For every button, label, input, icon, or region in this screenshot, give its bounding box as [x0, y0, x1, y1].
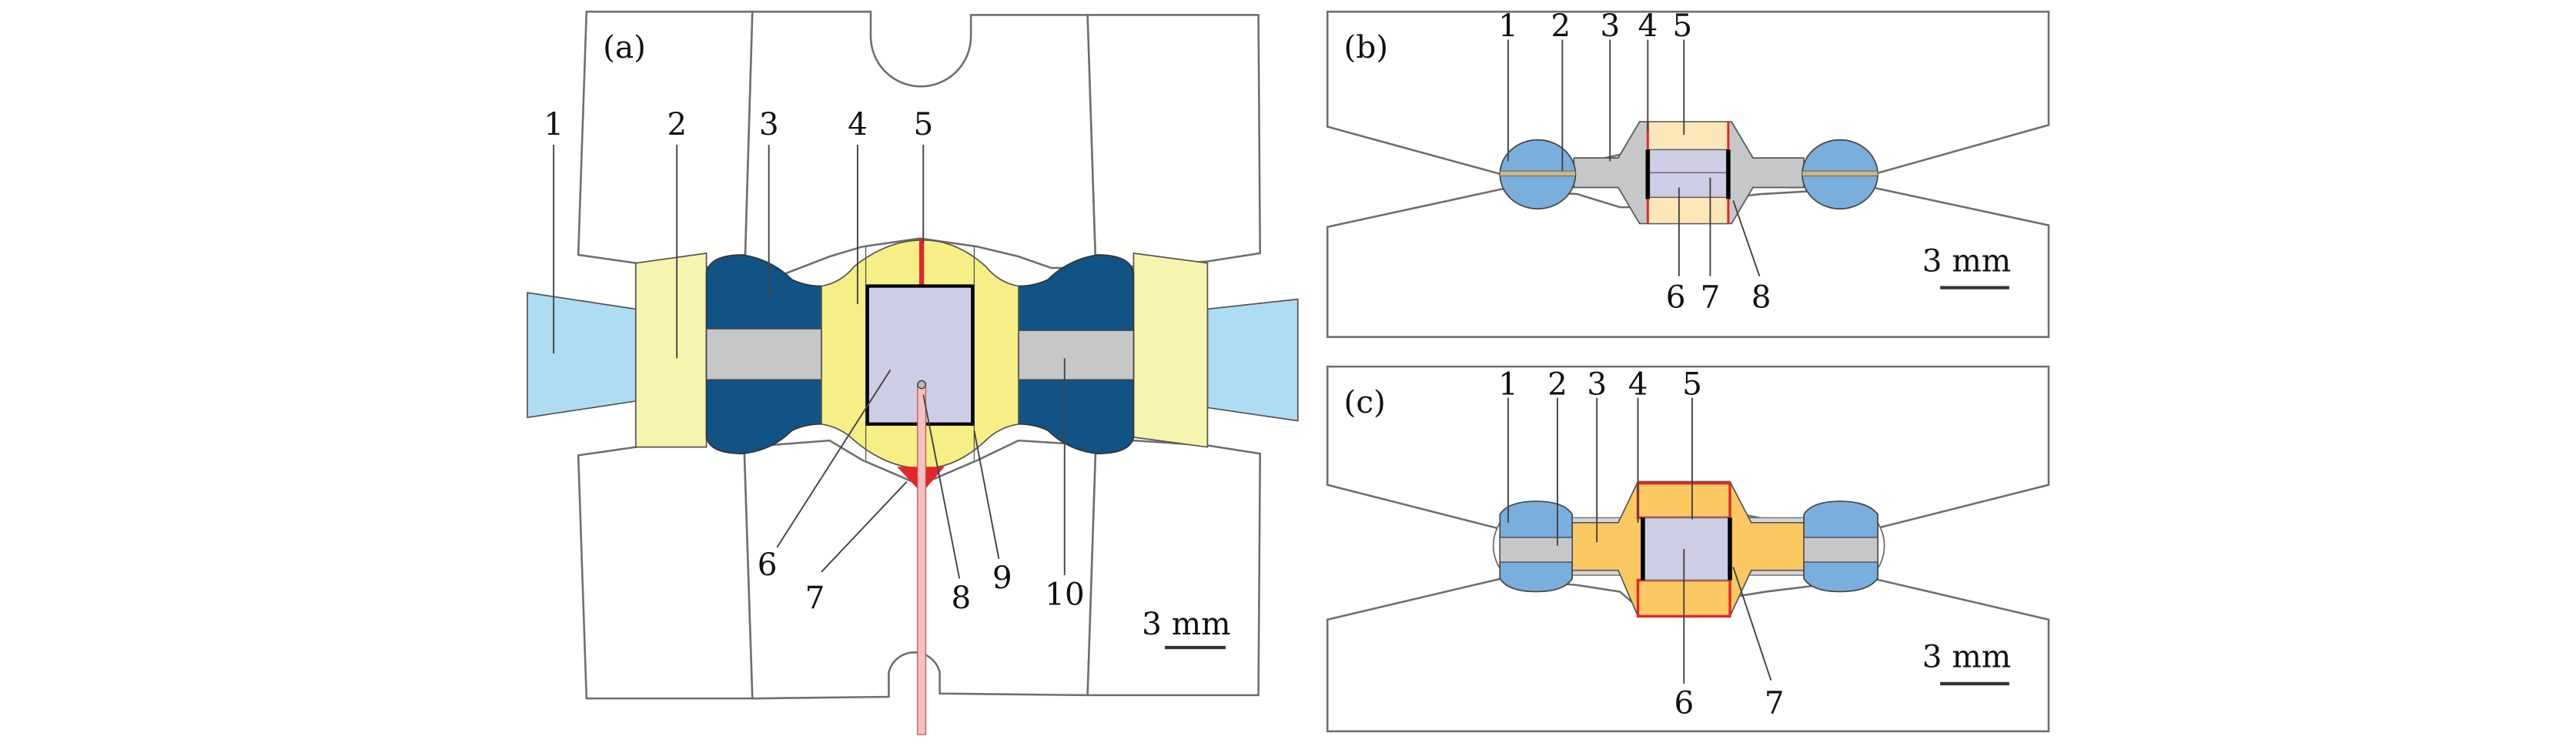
part-6-sample-b	[1647, 149, 1729, 198]
part-2-gray-rod-right-c	[1803, 537, 1878, 563]
anvil-top-right	[1086, 14, 1262, 269]
callout-c-5: 5	[1682, 365, 1702, 402]
part-2-strip-left-b	[1499, 170, 1576, 176]
leader-a-7	[821, 480, 908, 573]
part-2-gray-rod-left-c	[1499, 537, 1573, 563]
callout-b-6: 6	[1666, 278, 1686, 315]
callout-a-7: 7	[805, 579, 825, 616]
leader-a-9	[973, 430, 1000, 559]
leader-a-8	[922, 394, 961, 579]
callout-b-4: 4	[1638, 7, 1658, 44]
callout-a-4: 4	[848, 105, 868, 142]
callout-b-7: 7	[1701, 278, 1721, 315]
panel-c: (c) 1 2 3 4 5 6 7 3 mm	[1326, 365, 2050, 733]
callout-a-6: 6	[758, 546, 778, 583]
part-10-gray-rod-right	[1018, 330, 1135, 380]
callout-a-3: 3	[759, 105, 779, 142]
callout-a-1: 1	[544, 105, 564, 142]
part-5-cream-bottom-b	[1647, 196, 1729, 225]
leader-a-6	[776, 369, 892, 548]
callout-c-3: 3	[1587, 365, 1607, 402]
part-2-right	[1132, 252, 1209, 448]
panel-b: (b) 1 2 3 4 5 6 7 8 3 mm	[1326, 7, 2050, 338]
callout-a-9: 9	[992, 559, 1012, 596]
thermocouple-tip	[917, 380, 926, 390]
leader-b-8	[1732, 200, 1761, 277]
part-2-left	[634, 252, 708, 448]
callout-c-7: 7	[1765, 684, 1785, 721]
callout-a-10: 10	[1045, 576, 1085, 613]
panel-a-label: (a)	[603, 28, 646, 65]
panel-b-label: (b)	[1344, 28, 1389, 65]
part-8-thermocouple	[917, 382, 927, 735]
scale-bar-a-label: 3 mm	[1142, 605, 1231, 642]
part-5-cream-top-b	[1647, 121, 1729, 151]
anvil-bottom-right	[1086, 439, 1262, 697]
leader-c-7	[1732, 567, 1772, 681]
callout-a-2: 2	[667, 105, 687, 142]
anvil-bottom-left	[577, 436, 754, 700]
callout-a-8: 8	[952, 579, 972, 616]
part-2-strip-right-b	[1802, 170, 1878, 176]
scale-bar-c-label: 3 mm	[1922, 638, 2012, 675]
part-1-right	[1206, 298, 1299, 422]
callout-c-6: 6	[1674, 684, 1694, 721]
callout-b-3: 3	[1600, 7, 1620, 44]
callout-b-2: 2	[1551, 7, 1571, 44]
part-6-sample-c	[1642, 517, 1731, 581]
callout-b-5: 5	[1672, 7, 1692, 44]
callout-a-5: 5	[913, 105, 933, 142]
callout-c-2: 2	[1547, 365, 1567, 402]
panel-a: (a) 1 2 3 4 5 6 7 8 9 10 3 mm	[527, 10, 1299, 735]
part-5-red-plug-top-c	[1636, 481, 1731, 520]
callout-b-1: 1	[1498, 7, 1518, 44]
panel-c-label: (c)	[1344, 383, 1386, 420]
scale-bar-b-label: 3 mm	[1922, 242, 2012, 279]
callout-c-4: 4	[1628, 365, 1648, 402]
callout-b-8: 8	[1751, 278, 1771, 315]
part-3-gray-rod-left	[705, 328, 822, 380]
callout-c-1: 1	[1498, 365, 1518, 402]
part-1-left	[527, 292, 637, 419]
